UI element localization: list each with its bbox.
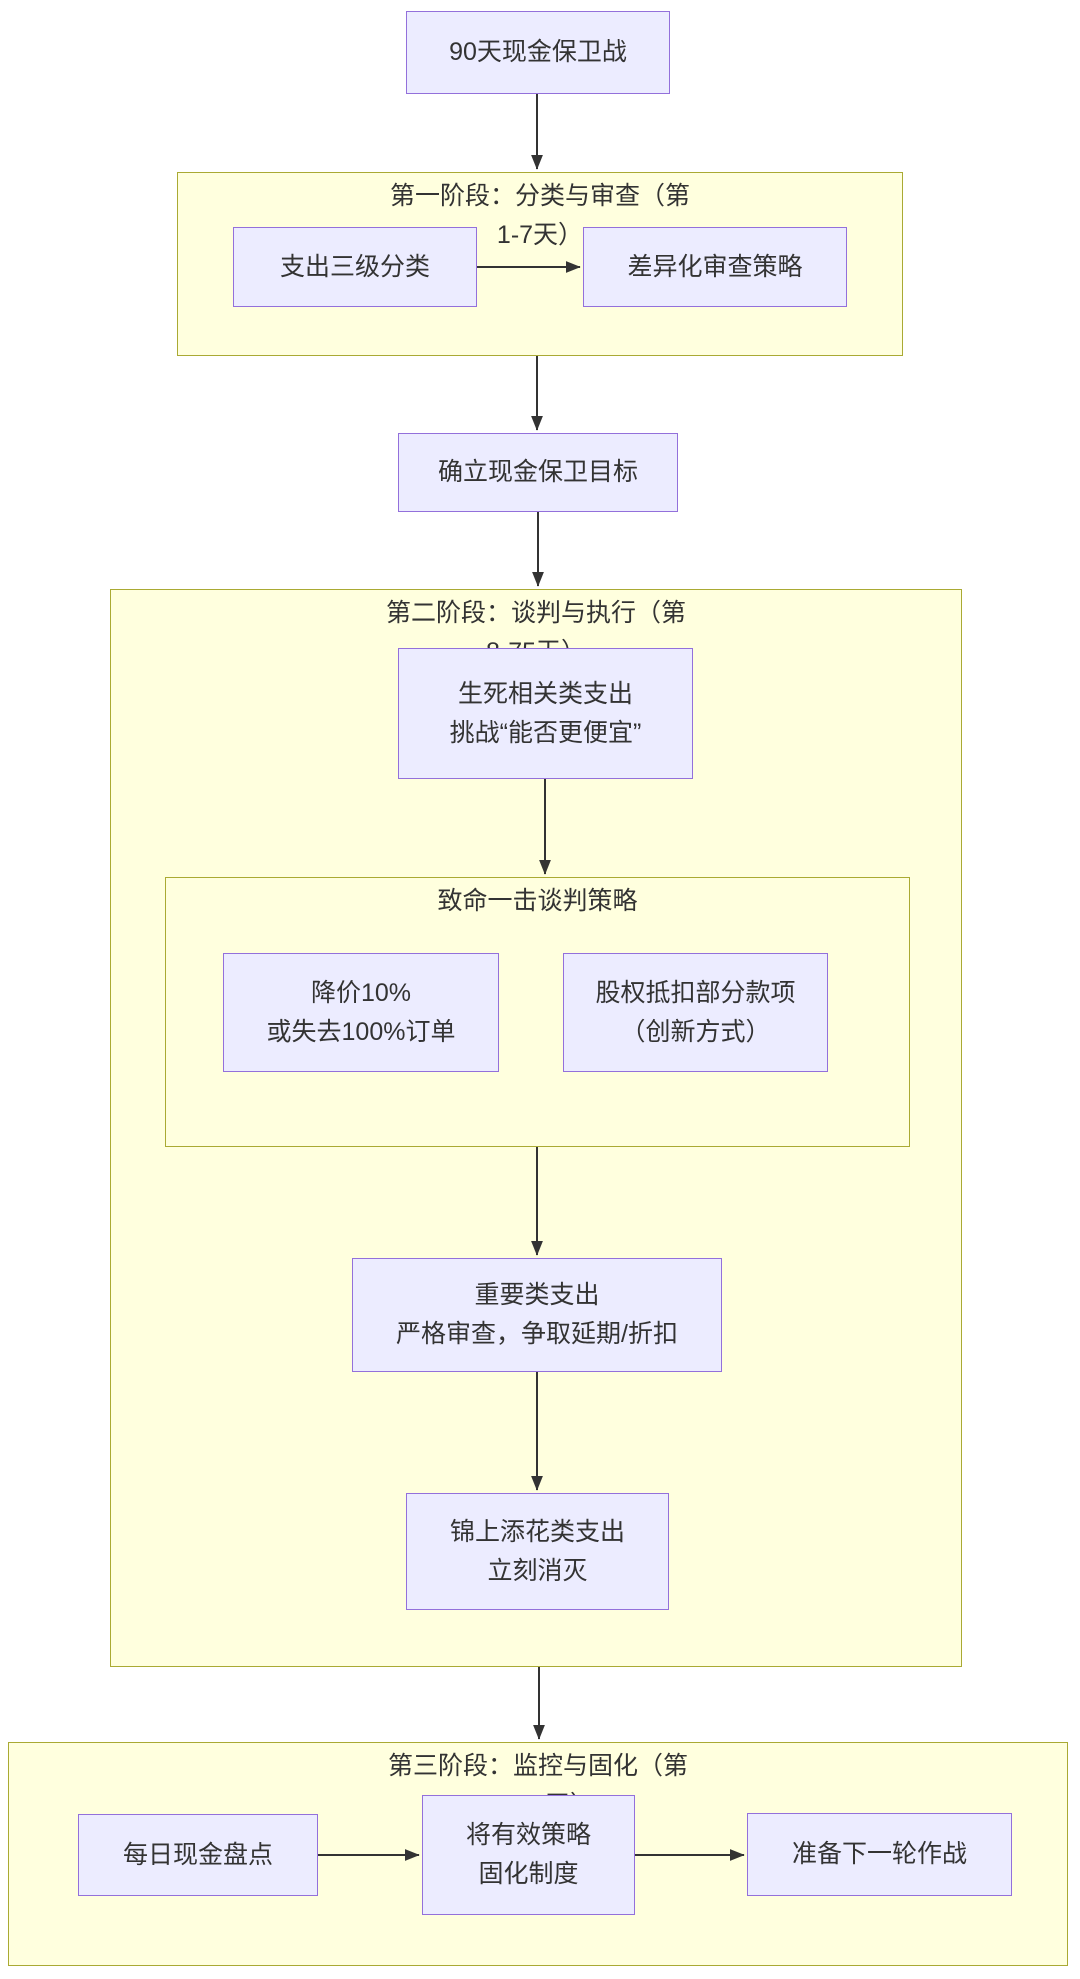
inner-strategy-title: 致命一击谈判策略 (166, 882, 909, 921)
node-90-day-campaign-label: 90天现金保卫战 (449, 38, 627, 66)
phase1-title: 第一阶段：分类与审查（第 1-7天） (178, 177, 902, 255)
node-solidify-strategy-line1: 将有效策略 (465, 1821, 591, 1849)
phase1-title-line2: 1-7天） (496, 221, 584, 249)
node-solidify-strategy: 将有效策略 固化制度 (422, 1795, 635, 1915)
node-nice-to-have-expense: 锦上添花类支出 立刻消灭 (406, 1493, 669, 1610)
node-differentiated-review-label: 差异化审查策略 (627, 252, 803, 281)
node-important-expense: 重要类支出 严格审查，争取延期/折扣 (352, 1258, 722, 1372)
node-life-death-expense-line2: 挑战“能否更便宜” (449, 718, 642, 747)
node-expense-classification-label: 支出三级分类 (279, 252, 430, 281)
node-cash-defense-goal: 确立现金保卫目标 (398, 433, 678, 512)
node-nice-to-have-expense-line1: 锦上添花类支出 (449, 1517, 625, 1546)
phase2-title-line1: 第二阶段：谈判与执行（第 (385, 599, 686, 627)
node-90-day-campaign: 90天现金保卫战 (406, 11, 670, 94)
node-equity-offset-line2: （创新方式） (620, 1017, 771, 1046)
node-price-cut-line1: 降价10% (310, 978, 412, 1007)
phase3-title-line1: 第三阶段：监控与固化（第 (387, 1752, 688, 1780)
node-expense-classification: 支出三级分类 (233, 227, 477, 307)
node-equity-offset-line1: 股权抵扣部分款项 (595, 978, 796, 1007)
node-daily-cash-check: 每日现金盘点 (78, 1814, 318, 1896)
node-important-expense-line2: 严格审查，争取延期/折扣 (396, 1320, 678, 1348)
node-equity-offset: 股权抵扣部分款项 （创新方式） (563, 953, 828, 1072)
node-life-death-expense: 生死相关类支出 挑战“能否更便宜” (398, 648, 693, 779)
node-solidify-strategy-line2: 固化制度 (478, 1860, 579, 1888)
node-next-round-label: 准备下一轮作战 (791, 1840, 967, 1868)
node-life-death-expense-line1: 生死相关类支出 (457, 679, 633, 708)
phase1-title-line1: 第一阶段：分类与审查（第 (389, 182, 690, 210)
node-price-cut: 降价10% 或失去100%订单 (223, 953, 499, 1072)
inner-strategy-title-line1: 致命一击谈判策略 (437, 887, 638, 915)
node-important-expense-line1: 重要类支出 (474, 1281, 600, 1309)
node-next-round: 准备下一轮作战 (747, 1813, 1012, 1896)
node-price-cut-line2: 或失去100%订单 (266, 1017, 456, 1046)
node-cash-defense-goal-label: 确立现金保卫目标 (437, 458, 638, 486)
node-daily-cash-check-label: 每日现金盘点 (122, 1840, 273, 1869)
node-nice-to-have-expense-line2: 立刻消灭 (487, 1556, 588, 1585)
node-differentiated-review: 差异化审查策略 (583, 227, 847, 307)
